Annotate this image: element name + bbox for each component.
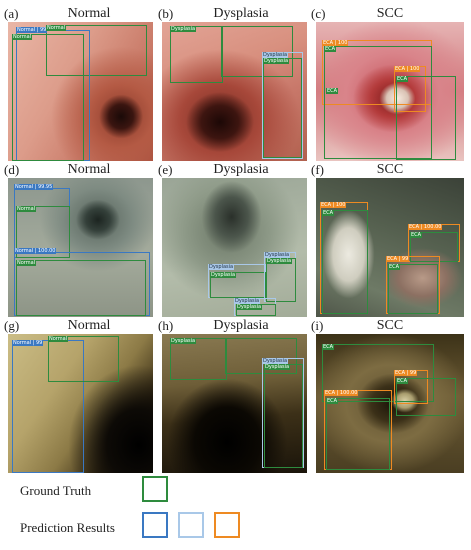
gt-box [16,260,146,316]
endoscopy-image-h: Dysplasia Dysplasia Dysplasia [162,334,307,473]
detection-tag: Normal [46,25,67,31]
gt-box [263,58,302,158]
detection-tag: ECA [326,398,339,404]
detection-tag: Dysplasia [262,52,289,58]
detection-tag: ECA | 100 [322,40,349,46]
detection-tag: Dysplasia [234,298,261,304]
detection-tag: Dysplasia [264,252,291,258]
detection-tag: Dysplasia [236,304,263,310]
endoscopy-image-b: Dysplasia Dysplasia Dysplasia [162,22,307,161]
title-dysplasia-row3: Dysplasia [213,318,269,333]
endoscopy-image-f: ECA | 100 ECA ECA | 100.00 ECA ECA | 99 … [316,178,464,317]
legend-prediction-swatch-orange [214,512,240,538]
detection-tag: Dysplasia [170,26,197,32]
detection-tag: Normal | 99 [16,27,48,33]
detection-tag: Dysplasia [170,338,197,344]
detection-tag: Dysplasia [208,264,235,270]
gt-box [266,258,296,302]
gt-box [48,336,119,382]
endoscopy-image-a: Normal | 99 Normal Normal [8,22,153,161]
title-dysplasia-row1: Dysplasia [213,6,269,21]
gt-box [388,264,438,314]
gt-box [170,338,227,380]
gt-box [221,26,293,77]
title-scc-row3: SCC [376,318,404,333]
detection-tag: ECA [396,378,409,384]
detection-tag: Normal [48,336,69,342]
detection-tag: Normal | 100.00 [14,248,57,254]
title-scc-row1: SCC [376,6,404,21]
gt-box [326,398,390,470]
endoscopy-image-d: Normal | 99.95 Normal Normal | 100.00 No… [8,178,153,317]
legend-prediction-swatch-lightblue [178,512,204,538]
detection-tag: ECA | 99 [386,256,410,262]
gt-box [396,76,456,160]
detection-tag: Dysplasia [262,358,289,364]
gt-box [396,378,456,416]
detection-tag: Normal [16,206,37,212]
panel-letter-h: (h) [158,318,174,333]
endoscopy-image-e: Dysplasia Dysplasia Dysplasia Dysplasia … [162,178,307,317]
panel-letter-i: (i) [311,318,324,333]
title-normal-row2: Normal [67,162,111,177]
gt-box [410,232,458,262]
detection-tag: Dysplasia [266,258,293,264]
legend-prediction-label: Prediction Results [20,520,115,535]
panel-letter-g: (g) [4,318,20,333]
panel-letter-c: (c) [311,6,326,21]
detection-tag: ECA [388,264,401,270]
panel-letter-d: (d) [4,162,20,177]
legend-ground-truth-label: Ground Truth [20,483,92,498]
legend-ground-truth-swatch [142,476,168,502]
panel-letter-a: (a) [4,6,19,21]
gt-box [264,364,303,468]
detection-tag: Normal [16,260,37,266]
detection-tag: ECA | 100.00 [408,224,443,230]
endoscopy-image-c: ECA | 100 ECA ECA | 100 ECA ECA [316,22,464,161]
detection-tag: Dysplasia [210,272,237,278]
gt-box [210,272,266,298]
title-normal-row3: Normal [67,318,111,333]
gt-box [324,46,432,159]
detection-tag: ECA [324,46,337,52]
detection-tag: ECA [326,88,339,94]
gt-box [322,210,368,314]
detection-tag: ECA [410,232,423,238]
gt-box [170,26,223,83]
endoscopy-image-g: Normal | 99 Normal [8,334,153,473]
panel-letter-b: (b) [158,6,174,21]
detection-tag: ECA | 99 [394,370,418,376]
gt-box [16,206,70,258]
detection-tag: Normal | 99 [12,340,44,346]
detection-tag: Dysplasia [263,58,290,64]
detection-tag: Normal | 99.95 [14,184,54,190]
gt-box [225,338,297,374]
gt-box [12,34,84,161]
detection-tag: ECA [322,210,335,216]
detection-tag: Dysplasia [264,364,291,370]
panel-letter-e: (e) [158,162,173,177]
title-scc-row2: SCC [376,162,404,177]
detection-tag: ECA | 100 [320,202,347,208]
gt-box [322,344,434,402]
gt-box [46,25,147,76]
title-dysplasia-row2: Dysplasia [213,162,269,177]
detection-tag: ECA [396,76,409,82]
panel-letter-f: (f) [311,162,324,177]
title-normal-row1: Normal [67,6,111,21]
legend-prediction-swatch-blue [142,512,168,538]
endoscopy-image-i: ECA ECA | 99 ECA ECA | 100.00 ECA [316,334,464,473]
detection-tag: ECA | 100.00 [324,390,359,396]
detection-tag: ECA [322,344,335,350]
detection-tag: Normal [12,34,33,40]
detection-tag: ECA | 100 [394,66,421,72]
